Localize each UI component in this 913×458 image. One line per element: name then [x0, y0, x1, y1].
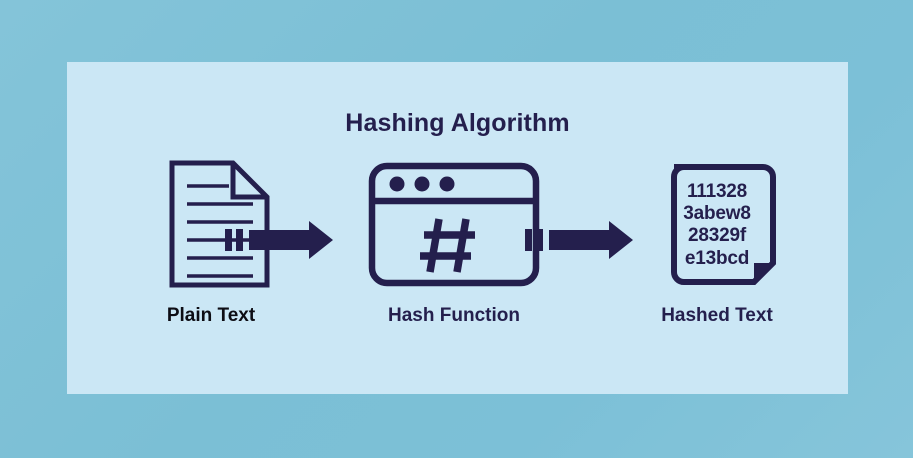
dashed-arrow-right-icon-2: [525, 220, 635, 260]
stage-label-hashed-text: Hashed Text: [661, 305, 773, 326]
stage-hashed-text: 111328 3abew8 28329f e13bcd Hashed Text: [617, 157, 817, 357]
page-title: Hashing Algorithm: [345, 109, 570, 137]
diagram-panel: Hashing Algorithm: [67, 62, 848, 394]
document-hash-icon: 111328 3abew8 28329f e13bcd: [617, 157, 817, 292]
dashed-arrow-right-icon: [225, 220, 335, 260]
stage-hash-function: Hash Function: [354, 157, 554, 357]
stage-label-plain-text: Plain Text: [166, 305, 256, 326]
stage-label-hash-function: Hash Function: [388, 305, 520, 326]
browser-window-hash-icon: [354, 157, 554, 292]
